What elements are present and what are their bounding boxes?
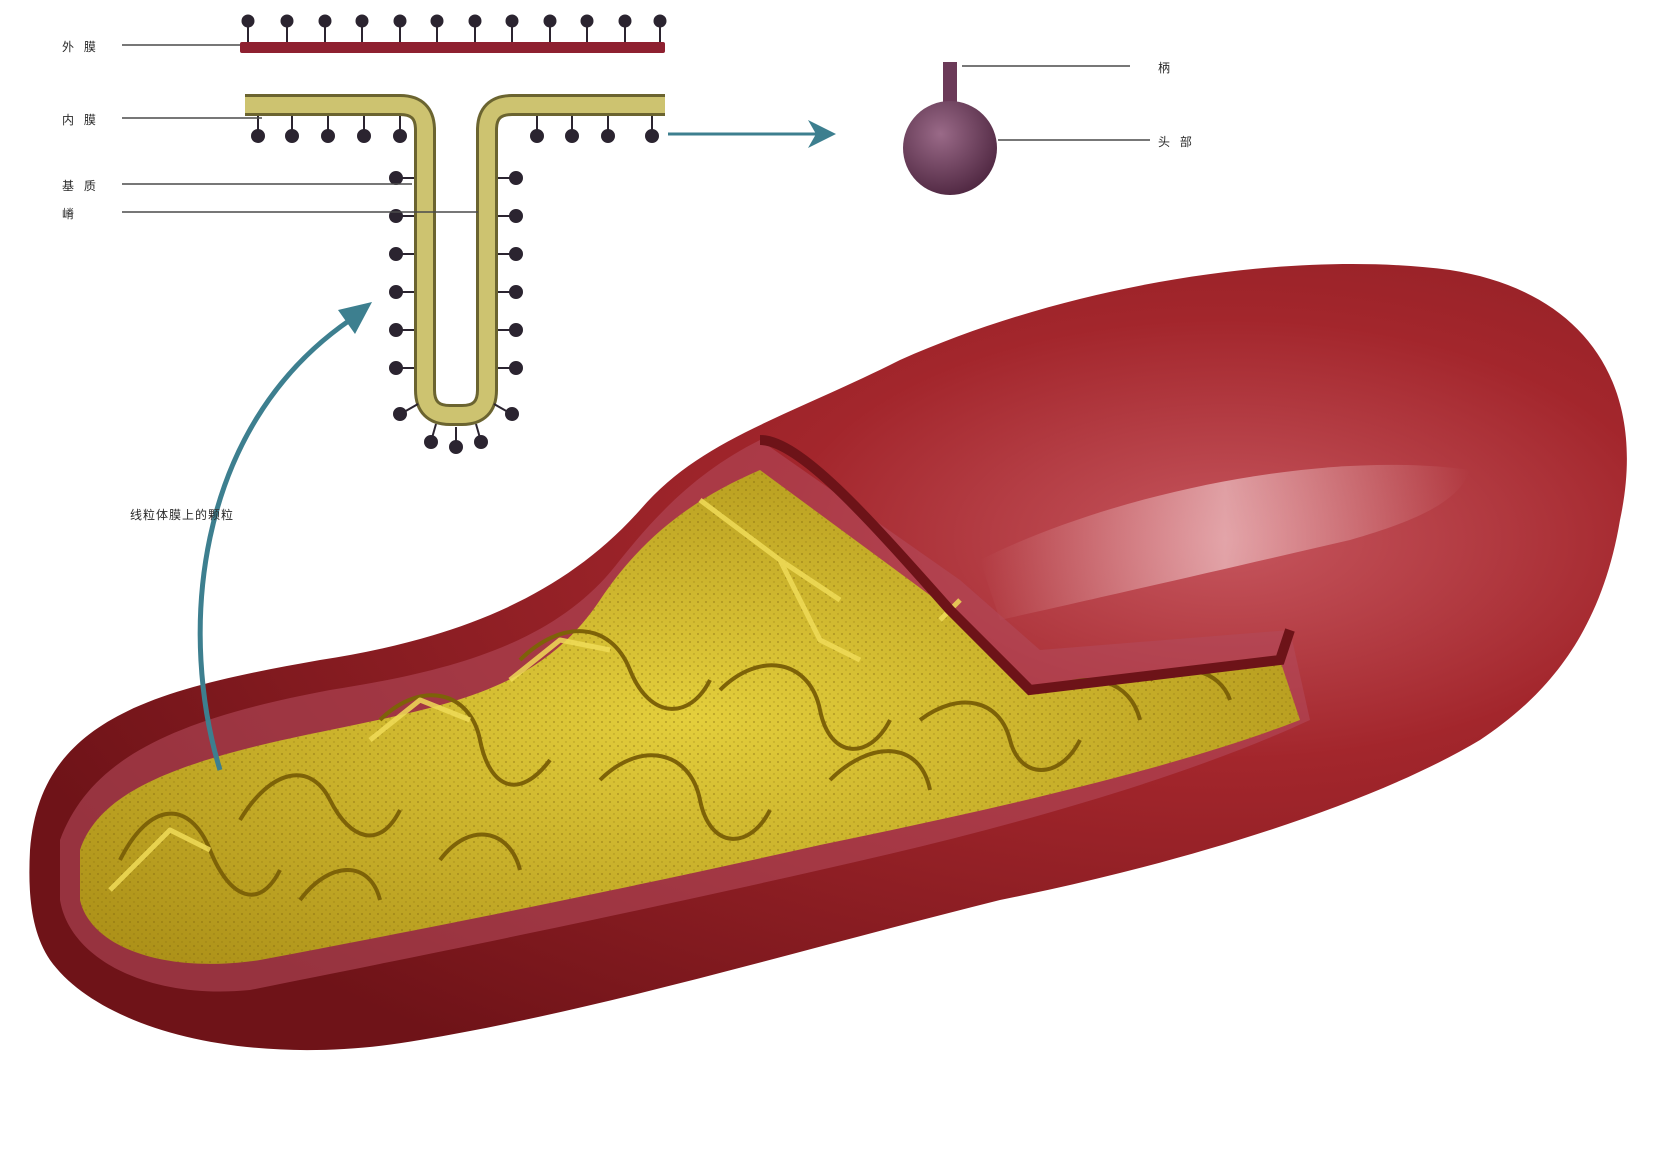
- label-inner-membrane: 内 膜: [62, 111, 99, 128]
- label-outer-membrane: 外 膜: [62, 38, 99, 55]
- mitochondrion-body: [29, 264, 1627, 1050]
- leader-lines: [122, 45, 1150, 212]
- inner-membrane: [245, 105, 665, 415]
- label-matrix: 基 质: [62, 177, 99, 194]
- label-stalk: 柄: [1158, 59, 1173, 76]
- label-crista: 嵴: [62, 205, 77, 222]
- label-head: 头 部: [1158, 133, 1195, 150]
- head-sphere: [903, 101, 997, 195]
- inner-membrane-particles: [252, 116, 658, 453]
- inner-membrane-fill: [245, 105, 665, 415]
- label-particles-caption: 线粒体膜上的颗粒: [130, 506, 234, 523]
- outer-membrane-particles: [243, 16, 666, 43]
- particle-callout-arrow-head: [338, 302, 372, 334]
- outer-membrane-bar: [240, 42, 665, 53]
